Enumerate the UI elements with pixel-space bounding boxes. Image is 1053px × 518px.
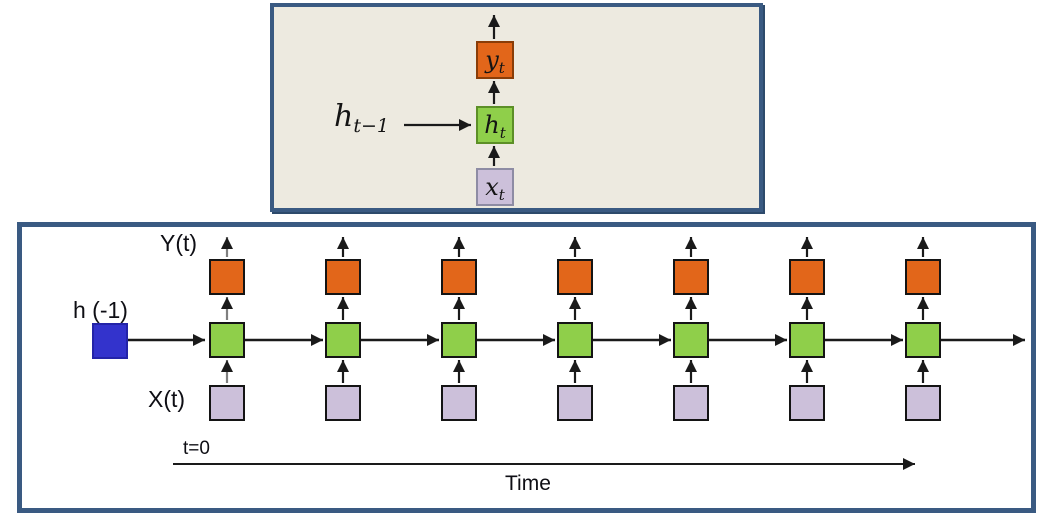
hidden-box [905, 322, 941, 358]
output-box [905, 259, 941, 295]
cell-hidden-box: ht [476, 106, 514, 144]
cell-input-box: xt [476, 168, 514, 206]
cell-output-box: yt [476, 41, 514, 79]
input-box [789, 385, 825, 421]
prev-hidden-base: h [334, 99, 354, 134]
time-axis-label: Time [505, 472, 551, 495]
input-box [209, 385, 245, 421]
prev-hidden-sub: t−1 [353, 115, 389, 137]
timeline-arrows-layer [128, 237, 1025, 470]
single-cell-panel: ht−1 yt ht xt [270, 3, 763, 212]
cell-hidden-label: ht [484, 111, 506, 141]
t0-label: t=0 [183, 438, 210, 459]
hidden-box [441, 322, 477, 358]
input-box [557, 385, 593, 421]
output-box [673, 259, 709, 295]
hidden-box [673, 322, 709, 358]
y-row-label: Y(t) [160, 230, 198, 256]
hidden-sub: t [499, 124, 506, 142]
output-base: y [485, 46, 499, 74]
output-box [789, 259, 825, 295]
hidden-base: h [484, 111, 500, 139]
input-box [325, 385, 361, 421]
input-base: x [485, 173, 499, 201]
vertical-flow-arrows [337, 237, 929, 383]
hidden-box [789, 322, 825, 358]
x-row-label: X(t) [148, 386, 186, 412]
hidden-box [209, 322, 245, 358]
initial-hidden-box [92, 323, 128, 359]
hidden-box [557, 322, 593, 358]
prev-hidden-state-label: ht−1 [334, 99, 389, 136]
input-box [905, 385, 941, 421]
cell-flow-arrows [404, 15, 500, 166]
cell-arrows-layer [404, 15, 500, 166]
input-sub: t [498, 186, 505, 204]
unrolled-timeline-panel: Y(t) h (-1) X(t) t=0 Time [17, 222, 1036, 513]
output-box [325, 259, 361, 295]
input-box [673, 385, 709, 421]
cell-output-label: yt [485, 46, 505, 76]
output-box [557, 259, 593, 295]
cell-input-label: xt [485, 173, 505, 203]
output-sub: t [498, 59, 505, 77]
output-box [441, 259, 477, 295]
output-box [209, 259, 245, 295]
initial-hidden-label: h (-1) [73, 297, 128, 323]
hidden-box [325, 322, 361, 358]
input-box [441, 385, 477, 421]
